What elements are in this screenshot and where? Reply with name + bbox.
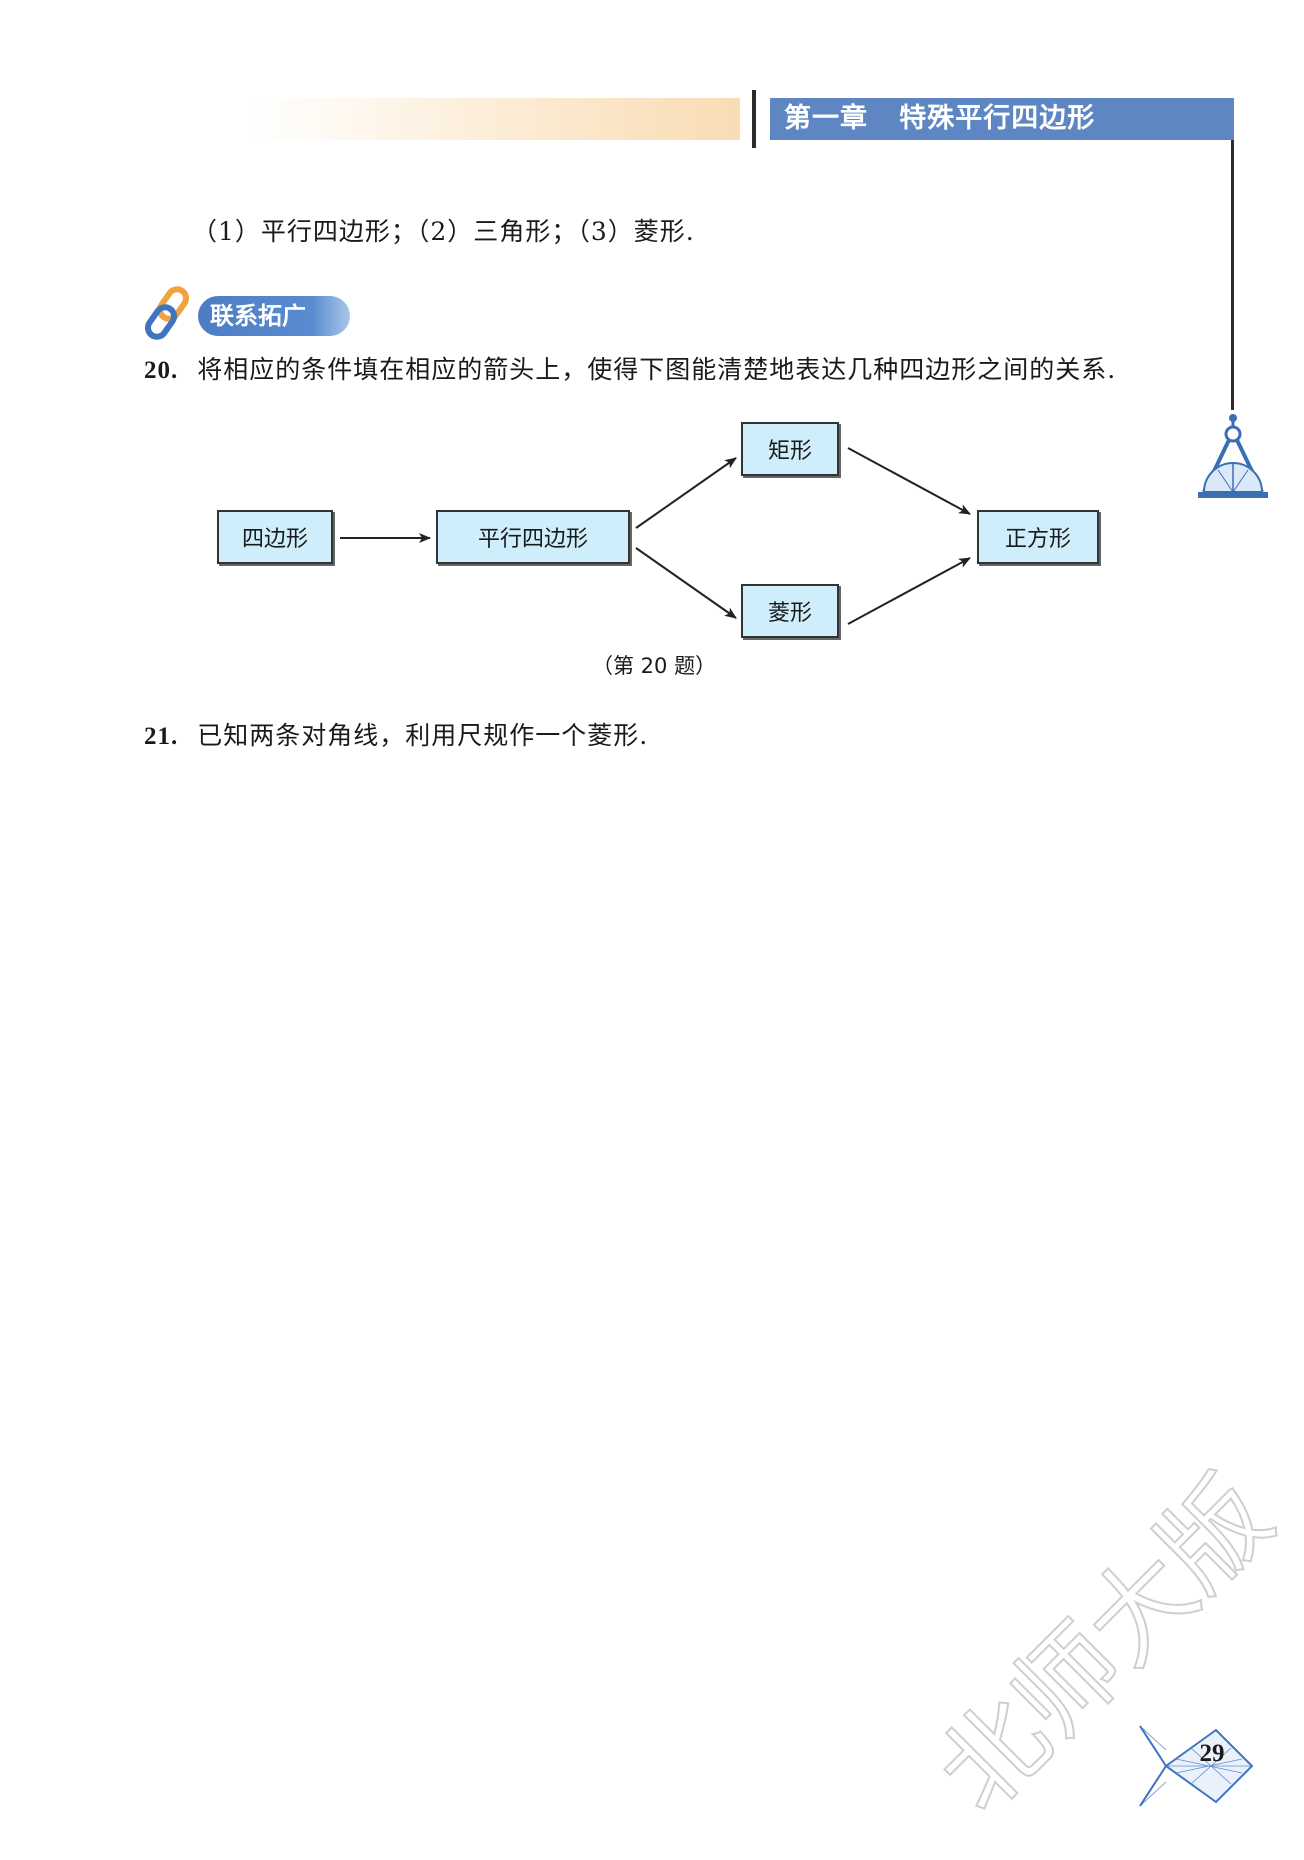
arrow-parallelogram-to-rectangle (635, 457, 737, 529)
node-square: 正方形 (977, 510, 1099, 564)
header-gradient-strip (250, 98, 740, 140)
question-20: 20. 将相应的条件填在相应的箭头上，使得下图能清楚地表达几种四边形之间的关系. (144, 350, 1116, 386)
header-divider (752, 90, 756, 148)
margin-line (1231, 140, 1234, 410)
question-text: 已知两条对角线，利用尺规作一个菱形. (197, 721, 649, 750)
section-tag: 联系拓广 (198, 296, 350, 336)
page-number-badge (1139, 1725, 1254, 1807)
question-number: 20. (144, 357, 179, 384)
diagram-arrows (340, 447, 971, 625)
node-rectangle: 矩形 (741, 422, 839, 476)
chapter-title: 特殊平行四边形 (899, 103, 1096, 134)
chapter-header: 第一章 特殊平行四边形 (770, 98, 1234, 140)
chain-link-icon (144, 286, 190, 340)
arrow-rhombus-to-square (847, 557, 971, 625)
question-number: 21. (144, 723, 179, 750)
node-quadrilateral: 四边形 (217, 510, 333, 564)
answer-line: （1）平行四边形；（2）三角形；（3）菱形. (192, 217, 695, 246)
arrow-rectangle-to-square (847, 447, 971, 515)
page-number: 29 (1199, 1740, 1225, 1767)
question-21: 21. 已知两条对角线，利用尺规作一个菱形. (144, 716, 648, 752)
chapter-number: 第一章 (784, 103, 868, 134)
question-text: 将相应的条件填在相应的箭头上，使得下图能清楚地表达几种四边形之间的关系. (197, 355, 1117, 384)
node-parallelogram: 平行四边形 (436, 510, 630, 564)
figure-caption: （第 20 题） (592, 654, 717, 678)
compass-protractor-icon (1198, 414, 1268, 498)
node-rhombus: 菱形 (741, 584, 839, 638)
arrow-parallelogram-to-rhombus (635, 547, 737, 619)
